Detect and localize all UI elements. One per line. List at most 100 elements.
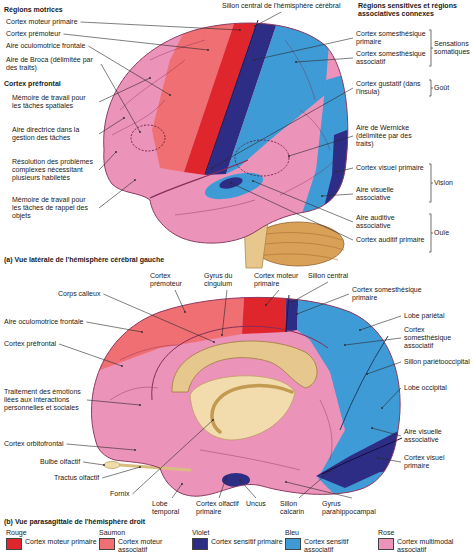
leader-dot xyxy=(285,481,287,483)
sulcus-label: Sillon central de l'hémisphère cérébral xyxy=(222,2,340,10)
legend-item: Cortex moteur associatif xyxy=(99,538,192,554)
legend-color-name: Rose xyxy=(378,529,394,537)
legend-item: Cortex multimodal associatif xyxy=(378,538,471,554)
leader-line xyxy=(345,338,401,345)
region-label: Cortex visuel primaire xyxy=(356,164,424,172)
leader-line xyxy=(253,181,353,222)
leader-dot xyxy=(230,182,232,184)
leader-line xyxy=(292,282,328,302)
leader-dot xyxy=(291,301,293,303)
leader-dot xyxy=(103,464,105,466)
legend-color-name: Saumon xyxy=(99,529,125,537)
region-label: Cortex prémoteur xyxy=(6,30,60,38)
visual-association-area xyxy=(300,70,360,220)
leader-line xyxy=(266,290,279,305)
central-sulcus xyxy=(205,20,258,174)
view-caption: (a) Vue latérale de l'hémisphère cérébra… xyxy=(4,256,164,264)
wernicke-outline xyxy=(235,140,289,176)
structure-label: Fornix xyxy=(110,490,129,498)
legend-item: Cortex sensitif primaire xyxy=(192,538,283,550)
leader-dot xyxy=(321,195,323,197)
leader-dot xyxy=(371,427,373,429)
gyrus-line xyxy=(112,40,335,215)
leader-line xyxy=(378,458,401,462)
lobe-label: Lobe temporal xyxy=(152,500,192,516)
diencephalon xyxy=(190,376,295,440)
view-caption: (b) Vue parasagittale de l'hémisphère dr… xyxy=(4,518,145,526)
region-label: Aire directrice dans la gestion des tâch… xyxy=(12,126,96,142)
region-label: Aire visuelle associative xyxy=(404,428,470,444)
sulcus-label: Sillon central xyxy=(308,272,348,280)
region-label: Mémoire de travail pour les tâches de ra… xyxy=(12,196,96,220)
structure-label: Uncus xyxy=(246,500,266,508)
region-label: Cortex auditif primaire xyxy=(356,236,424,244)
structure-label: Gyrus parahippocampal xyxy=(322,500,382,516)
leader-line xyxy=(87,400,140,405)
leader-dot xyxy=(239,479,241,481)
primary-auditory-area xyxy=(218,175,244,191)
central-sulcus xyxy=(286,295,289,332)
region-label: Cortex orbitofrontal xyxy=(4,440,64,448)
function-label: Goût xyxy=(434,84,449,92)
leader-line xyxy=(219,478,226,498)
sensory-association-area xyxy=(297,280,420,500)
region-label: Gyrus du cingulum xyxy=(204,272,250,288)
legend-swatch xyxy=(99,538,115,550)
leader-dot xyxy=(359,329,361,331)
leader-line xyxy=(254,38,353,60)
cerebrum-outline xyxy=(92,297,401,496)
leader-dot xyxy=(296,313,298,315)
region-label: Aire visuelle associative xyxy=(356,186,428,202)
calcarine-sulcus xyxy=(322,438,402,474)
legend-swatch xyxy=(192,538,208,550)
lobe-label: Lobe occipital xyxy=(404,384,447,392)
region-label: Cortex somesthésique primaire xyxy=(352,286,428,302)
group-heading: Cortex préfrontal xyxy=(4,80,61,88)
leader-line xyxy=(99,78,150,102)
structure-label: Tractus olfactif xyxy=(54,474,99,482)
group-heading: Régions motrices xyxy=(4,6,63,14)
region-label: Aire oculomotrice frontale xyxy=(6,42,85,50)
bracket xyxy=(429,30,433,252)
leader-dot xyxy=(329,470,331,472)
legend-text: Cortex moteur primaire xyxy=(25,538,97,546)
leader-line xyxy=(86,322,142,332)
leader-dot xyxy=(115,151,117,153)
leader-dot xyxy=(288,155,290,157)
parieto-occipital-sulcus xyxy=(340,336,388,430)
leader-dot xyxy=(139,404,141,406)
leader-dot xyxy=(207,49,209,51)
leader-dot xyxy=(169,94,171,96)
leader-dot xyxy=(295,61,297,63)
legend-text: Cortex sensitif associatif xyxy=(304,538,378,554)
cerebrum-outline xyxy=(104,23,348,243)
leader-dot xyxy=(123,117,125,119)
fornix xyxy=(212,386,292,432)
legend-text: Cortex sensitif primaire xyxy=(211,538,283,546)
leader-line xyxy=(297,294,349,314)
legend-item: Cortex sensitif associatif xyxy=(285,538,378,554)
leader-dot xyxy=(184,311,186,313)
leader-dot xyxy=(211,167,213,169)
leader-dot xyxy=(149,77,151,79)
primary-visual-area xyxy=(322,125,360,215)
leader-line xyxy=(382,388,401,408)
leader-dot xyxy=(121,365,123,367)
leader-line xyxy=(83,462,104,465)
legend-swatch xyxy=(6,538,22,550)
leader-line xyxy=(212,88,353,168)
region-label: Cortex olfactif primaire xyxy=(196,500,242,516)
legend-color-name: Violet xyxy=(192,529,209,537)
leader-dot xyxy=(141,331,143,333)
legend-text: Cortex moteur associatif xyxy=(118,538,192,554)
leader-dot xyxy=(139,466,141,468)
region-label: Cortex somesthésique associatif xyxy=(404,326,470,350)
leader-line xyxy=(99,118,124,134)
leader-line xyxy=(59,344,122,366)
region-label: Cortex prémoteur xyxy=(150,272,200,288)
leader-dot xyxy=(265,304,267,306)
leader-dot xyxy=(377,457,379,459)
legend-text: Cortex multimodal associatif xyxy=(397,538,471,554)
leader-dot xyxy=(366,373,368,375)
